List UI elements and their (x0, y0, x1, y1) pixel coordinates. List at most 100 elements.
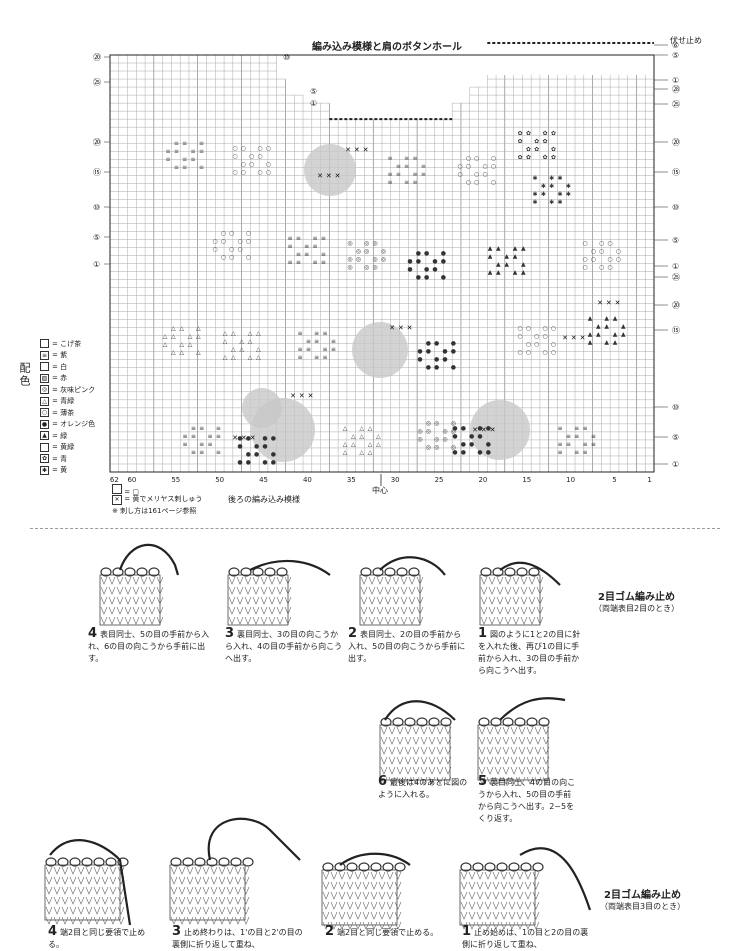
pattern-symbol: ≡ (312, 259, 317, 266)
pattern-symbol: ≡ (287, 259, 292, 266)
knit-stitch (396, 726, 404, 735)
pattern-symbol: ● (441, 250, 446, 257)
x-stitch-mark: ✕ (317, 172, 323, 180)
stitch-loop (516, 567, 528, 577)
pattern-symbol: ◎ (417, 436, 422, 443)
knit-stitch (244, 616, 252, 625)
knit-stitch (322, 881, 330, 890)
box-icon (112, 484, 122, 494)
knit-stitch (368, 606, 376, 615)
pattern-symbol: ● (271, 451, 276, 458)
pattern-symbol: ≡ (321, 259, 326, 266)
knit-stitch (516, 871, 524, 880)
knit-stitch (210, 916, 218, 925)
knit-stitch (268, 606, 276, 615)
pattern-symbol: ✿ (551, 154, 556, 161)
knit-stitch (210, 896, 218, 905)
stitch-loop (346, 862, 358, 872)
knit-stitch (244, 576, 252, 585)
knit-stitch (384, 596, 392, 605)
pattern-symbol: △ (196, 349, 201, 356)
section-divider (30, 528, 720, 529)
knit-stitch (516, 901, 524, 910)
yarn-strand (49, 839, 132, 926)
motif-shading (242, 388, 282, 428)
knit-stitch (478, 736, 486, 745)
legend-swatch-icon: ✱ (40, 465, 49, 475)
stitch-loop (81, 857, 93, 867)
knit-stitch (132, 596, 140, 605)
knit-stitch (532, 901, 540, 910)
pattern-symbol: ◎ (356, 256, 361, 263)
knit-stitch (45, 916, 53, 925)
knit-stitch (504, 616, 512, 625)
pattern-symbol: ✿ (517, 154, 522, 161)
knit-stitch (510, 766, 518, 775)
knit-stitch (412, 766, 420, 775)
pattern-symbol: ≡ (421, 163, 426, 170)
x-stitch-mark: ✕ (580, 334, 586, 342)
pattern-symbol: △ (196, 333, 201, 340)
legend-swatch-icon (40, 339, 49, 349)
pattern-symbol: ● (461, 441, 466, 448)
pattern-symbol: ◎ (426, 428, 431, 435)
knit-stitch (276, 596, 284, 605)
stitch-loop (57, 857, 69, 867)
stitch-loop (218, 857, 230, 867)
stitch-loop (532, 862, 544, 872)
pattern-symbol: ≡ (396, 171, 401, 178)
knit-stitch (186, 896, 194, 905)
pattern-symbol: ○ (482, 171, 487, 178)
knit-stitch (400, 586, 408, 595)
pattern-symbol: ▲ (604, 323, 609, 330)
knit-stitch (516, 891, 524, 900)
pattern-symbol: ≡ (312, 235, 317, 242)
pattern-symbol: ≡ (182, 433, 187, 440)
x-stitch-mark: ✕ (250, 434, 256, 442)
pattern-symbol: ≡ (557, 425, 562, 432)
knit-stitch (45, 886, 53, 895)
pattern-symbol: ≡ (322, 330, 327, 337)
pattern-symbol: ○ (232, 145, 237, 152)
x-tick-label: 25 (435, 476, 444, 484)
knit-stitch (392, 616, 400, 625)
pattern-symbol: ≡ (304, 243, 309, 250)
pattern-symbol: ≡ (582, 449, 587, 456)
knit-stitch (380, 766, 388, 775)
knit-stitch (408, 586, 416, 595)
pattern-symbol: △ (343, 441, 348, 448)
knit-stitch (534, 746, 542, 755)
knit-stitch (436, 766, 444, 775)
knit-stitch (202, 916, 210, 925)
knit-stitch (510, 756, 518, 765)
knit-stitch (524, 871, 532, 880)
knit-stitch (117, 906, 125, 915)
pattern-symbol: ○ (457, 171, 462, 178)
pattern-symbol: ● (246, 451, 251, 458)
pattern-symbol: ○ (474, 155, 479, 162)
knit-stitch (392, 596, 400, 605)
knit-stitch (480, 596, 488, 605)
pattern-symbol: ○ (457, 163, 462, 170)
knit-stitch (416, 596, 424, 605)
pattern-symbol: ◎ (356, 248, 361, 255)
pattern-symbol: ≡ (574, 425, 579, 432)
knit-stitch (532, 871, 540, 880)
knit-stitch (170, 876, 178, 885)
knit-stitch (396, 756, 404, 765)
pattern-symbol: ○ (526, 349, 531, 356)
knit-stitch (132, 576, 140, 585)
knit-stitch (384, 586, 392, 595)
knit-stitch (480, 576, 488, 585)
knit-stitch (354, 871, 362, 880)
x-stitch-mark: ✕ (335, 172, 341, 180)
pattern-symbol: ≡ (306, 338, 311, 345)
section2-title: 2目ゴム編み止め (604, 890, 681, 901)
legend-item: ✿= 青 (40, 453, 110, 465)
knit-stitch (170, 896, 178, 905)
back-pattern-annotation: 後ろの編み込み模様 (228, 495, 300, 504)
pattern-symbol: ● (451, 340, 456, 347)
knit-stitch (416, 606, 424, 615)
pattern-symbol: ○ (246, 238, 251, 245)
